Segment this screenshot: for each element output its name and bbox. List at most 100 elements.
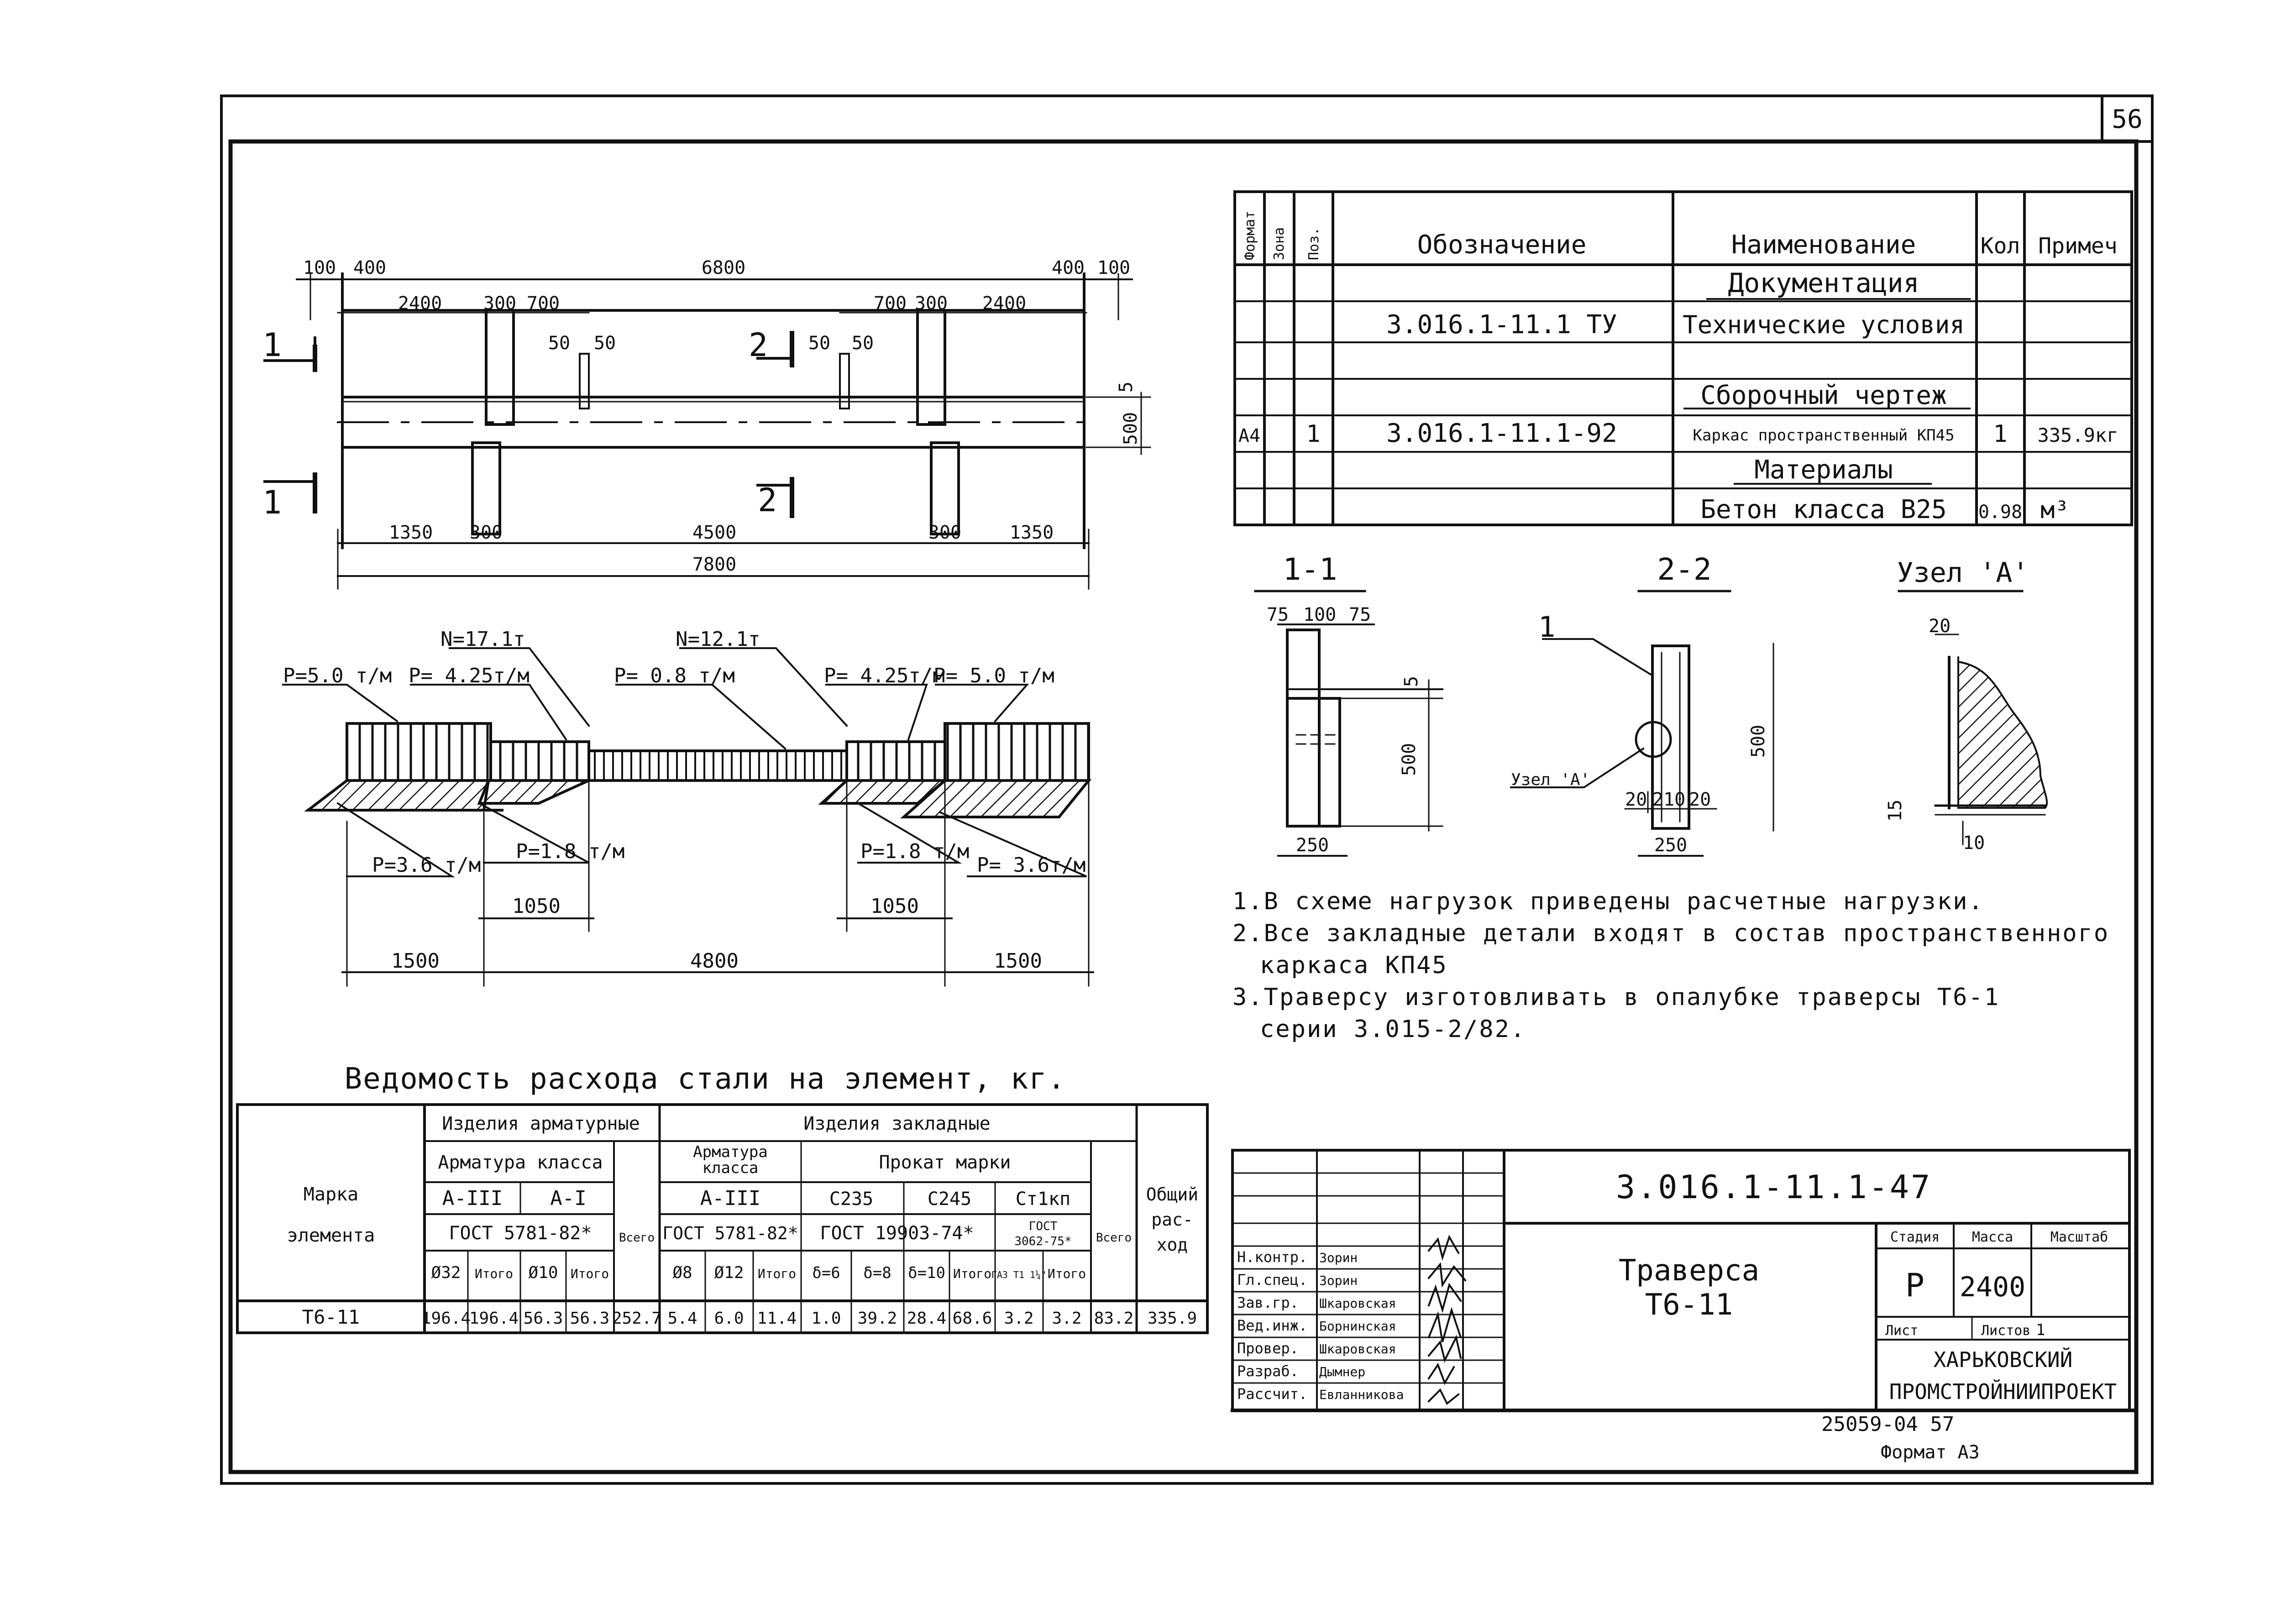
title-block-stage: Р: [1905, 1267, 1924, 1304]
title-block-grid: [1231, 1149, 2138, 1412]
dim-bottom-1350-right: 1350: [1010, 522, 1054, 543]
steel-header-vsego: Всего: [619, 1231, 655, 1245]
section-2-2-dim-20b: 20: [1689, 789, 1711, 810]
load-p-bottom-1: P=3.6 т/м: [372, 854, 481, 877]
note-1: 1.В схеме нагрузок приведены расчетные н…: [1232, 888, 1984, 915]
spec-header-format: Формат: [1242, 211, 1258, 260]
inner-frame: [228, 139, 2139, 1474]
spec-row3-note: м³: [2040, 497, 2069, 524]
spec-section-assembly: Сборочный чертеж: [1700, 381, 1946, 410]
node-a: [1898, 590, 2048, 845]
node-a-dim-20: 20: [1929, 616, 1951, 637]
steel-header-a1: А-I: [550, 1187, 586, 1210]
steel-header-mark-2: элемента: [287, 1225, 375, 1246]
spec-row2-format: А4: [1238, 425, 1260, 446]
note-2: 2.Все закладные детали входят в состав п…: [1232, 920, 2110, 947]
steel-header-st: Ст1кп: [1016, 1189, 1070, 1210]
spec-row2-pos: 1: [1306, 420, 1320, 448]
footer-format: Формат А3: [1881, 1442, 1980, 1463]
spec-row2-designation: 3.016.1-11.1-92: [1386, 419, 1617, 448]
node-a-title: Узел 'А': [1897, 557, 2029, 589]
footer-code: 25059-04 57: [1821, 1413, 1954, 1436]
section-2-2-title: 2-2: [1657, 552, 1711, 587]
section-2-2-node-label: Узел 'А': [1511, 770, 1590, 789]
steel-header-a3b: А-III: [700, 1187, 760, 1210]
load-p-bottom-3: P=1.8 т/м: [860, 840, 969, 863]
title-block-person-3: Шкаровская: [1319, 1296, 1396, 1311]
spec-row1-designation: 3.016.1-11.1 ТУ: [1386, 310, 1617, 340]
steel-header-c235: С235: [829, 1189, 873, 1210]
dim-small-50-d: 50: [852, 333, 874, 354]
load-n-left: N=17.1т: [440, 628, 525, 651]
spec-row3-name: Бетон класса В25: [1700, 495, 1946, 524]
load-dim-4800: 4800: [690, 949, 739, 973]
outer-frame: [220, 94, 2154, 1485]
note-3-cont: серии 3.015-2/82.: [1260, 1016, 1526, 1043]
dim-small-50-b: 50: [594, 333, 616, 354]
dim-right-500: 500: [1120, 412, 1141, 445]
steel-val-2: 196.4: [469, 1309, 519, 1328]
dim-second-700-right: 700: [874, 293, 907, 314]
title-block-stage-header: Стадия: [1890, 1229, 1940, 1245]
load-n-right: N=12.1т: [676, 628, 760, 651]
title-block-person-6: Дымнер: [1319, 1364, 1365, 1379]
title-block-person-2: Зорин: [1319, 1273, 1358, 1288]
steel-table-title: Ведомость расхода стали на элемент, кг.: [345, 1062, 1066, 1096]
cut-1-bottom: 1: [262, 484, 282, 521]
load-p-bottom-2: P=1.8 т/м: [516, 840, 624, 863]
spec-row2-name: Каркас пространственный КП45: [1693, 426, 1954, 445]
note-2-cont: каркаса КП45: [1260, 952, 1448, 979]
section-2-2-dim-20a: 20: [1625, 789, 1647, 810]
section-1-1-h5: 5: [1401, 676, 1422, 687]
steel-val-16: 335.9: [1148, 1309, 1197, 1328]
steel-val-15: 83.2: [1094, 1309, 1134, 1328]
node-a-dim-15: 15: [1885, 800, 1906, 822]
title-block-role-7: Рассчит.: [1237, 1385, 1307, 1403]
steel-header-total-1: Общий: [1146, 1184, 1198, 1205]
load-p-bottom-4: P= 3.6т/м: [977, 854, 1085, 877]
spec-row1-name: Технические условия: [1683, 310, 1965, 339]
load-diagram: [282, 647, 1094, 987]
steel-col-d8: Ø8: [672, 1263, 692, 1282]
title-block-person-1: Зорин: [1319, 1250, 1358, 1265]
steel-val-9: 1.0: [811, 1309, 841, 1328]
steel-col-d12: Ø12: [714, 1263, 744, 1282]
steel-col-itogo-1: Итого: [475, 1266, 513, 1281]
dim-bottom-300-left: 300: [470, 522, 503, 543]
spec-section-docs: Документация: [1728, 267, 1919, 299]
spec-row2-qty: 1: [1993, 420, 2007, 448]
page-number-box: [2101, 94, 2154, 143]
steel-val-14: 3.2: [1052, 1309, 1081, 1328]
steel-val-1: 196.4: [421, 1309, 471, 1328]
steel-header-gost4-b: 3062-75*: [1014, 1235, 1071, 1248]
load-dim-1050-left: 1050: [512, 895, 561, 918]
title-block-scale-header: Масштаб: [2050, 1229, 2108, 1245]
title-block-name-1: Траверса: [1619, 1254, 1759, 1288]
cut-2-top: 2: [749, 326, 768, 364]
title-block-role-2: Гл.спец.: [1237, 1271, 1307, 1289]
spec-header-note: Примеч: [2038, 233, 2117, 259]
section-1-1-title: 1-1: [1283, 552, 1337, 587]
section-1-1-dim-75b: 75: [1349, 604, 1371, 625]
spec-header-qty: Кол: [1981, 233, 2020, 259]
load-dim-1050-right: 1050: [870, 895, 919, 918]
steel-col-t8: δ=8: [863, 1264, 891, 1282]
steel-col-d10: Ø10: [528, 1263, 558, 1282]
steel-header-rebar-class2-a: Арматура: [693, 1143, 768, 1161]
title-block-role-6: Разраб.: [1237, 1362, 1299, 1380]
section-1-1-dim-75a: 75: [1267, 604, 1289, 625]
steel-col-t10: δ=10: [908, 1264, 945, 1282]
steel-val-8: 11.4: [757, 1309, 797, 1328]
section-1-1-h500: 500: [1399, 743, 1420, 776]
title-block-person-4: Борнинская: [1319, 1319, 1396, 1334]
dim-bottom-1350-left: 1350: [389, 522, 433, 543]
spec-row2-note: 335.9кг: [2037, 424, 2118, 446]
steel-val-10: 39.2: [858, 1309, 897, 1328]
steel-header-gost4-a: ГОСТ: [1029, 1220, 1058, 1233]
dim-top-100-right: 100: [1097, 257, 1130, 278]
dim-top-100-left: 100: [303, 257, 336, 278]
note-3: 3.Траверсу изготовливать в опалубке трав…: [1232, 984, 2000, 1011]
steel-col-t6: δ=6: [812, 1264, 840, 1282]
title-block-role-4: Вед.инж.: [1237, 1317, 1307, 1334]
